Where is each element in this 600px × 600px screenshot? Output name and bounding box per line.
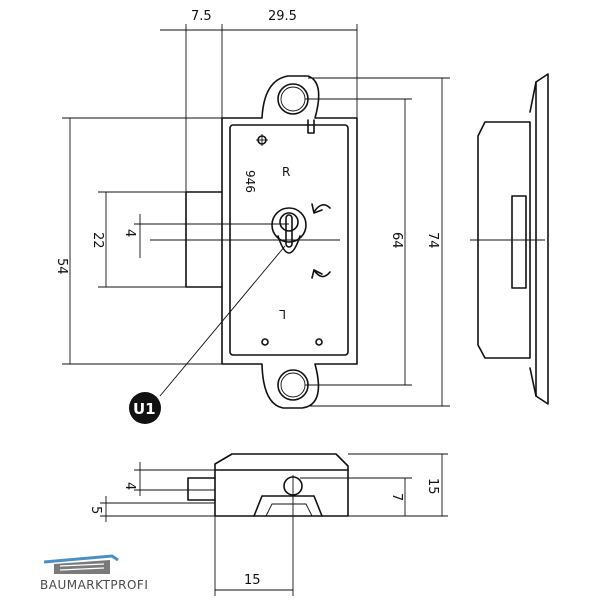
plate-letter-r: R	[282, 165, 290, 179]
dim-bottom-4: 4	[122, 482, 137, 490]
bottom-dimensions: 4 5 7 15 15	[88, 453, 448, 596]
dim-height-right-inner: 64	[389, 232, 404, 249]
side-bolt-window	[511, 195, 527, 289]
rotation-arrow-upper	[313, 204, 331, 213]
dim-bottom-15-horizontal: 15	[244, 573, 261, 588]
top-mounting-hole-inner	[280, 86, 306, 112]
rotation-arrow-upper-head	[311, 203, 323, 214]
top-mounting-hole	[277, 83, 309, 115]
brand-logo-icon	[43, 554, 119, 574]
brand-name: BAUMARKTPROFI	[40, 578, 149, 592]
side-flange	[529, 73, 549, 405]
dim-height-small: 4	[122, 229, 137, 237]
side-body	[477, 121, 531, 359]
rivet-left	[261, 338, 269, 346]
callout-badge	[129, 392, 161, 424]
dim-height-inner-left: 22	[90, 232, 105, 249]
bottom-nut	[253, 495, 323, 517]
front-dimensions: 7.5 29.5 54 22 4 64 74	[54, 9, 450, 407]
dim-bottom-7: 7	[389, 493, 404, 501]
dim-height-right-outer: 74	[425, 232, 440, 249]
top-slot	[307, 119, 315, 134]
dim-bottom-5: 5	[88, 506, 103, 514]
dim-bottom-15-vertical: 15	[425, 478, 440, 495]
bolt-housing	[185, 191, 223, 288]
bottom-bolt	[187, 477, 216, 501]
front-view: 946 R L	[150, 75, 358, 409]
rivet-right	[315, 338, 323, 346]
screw-symbol	[256, 134, 268, 146]
side-view	[470, 73, 549, 405]
dim-top-left: 7.5	[191, 9, 212, 24]
dim-top-right: 29.5	[268, 9, 297, 24]
bottom-view	[187, 453, 349, 517]
front-plate-outline	[221, 75, 358, 409]
plate-code: 946	[243, 170, 257, 193]
bottom-nut-inner	[265, 503, 313, 517]
rotation-arrow-lower	[313, 269, 331, 278]
plate-letter-l: L	[279, 307, 286, 321]
callout-u1: U1	[129, 245, 286, 424]
dim-height-outer-left: 54	[54, 258, 69, 275]
bottom-body	[214, 453, 349, 517]
keyhole	[271, 207, 307, 254]
callout-label: U1	[133, 400, 156, 418]
bottom-mounting-hole	[277, 369, 309, 401]
bottom-mounting-hole-inner	[280, 372, 306, 398]
brand-logo: BAUMARKTPROFI	[40, 548, 170, 598]
rotation-arrow-lower-head	[311, 269, 323, 279]
